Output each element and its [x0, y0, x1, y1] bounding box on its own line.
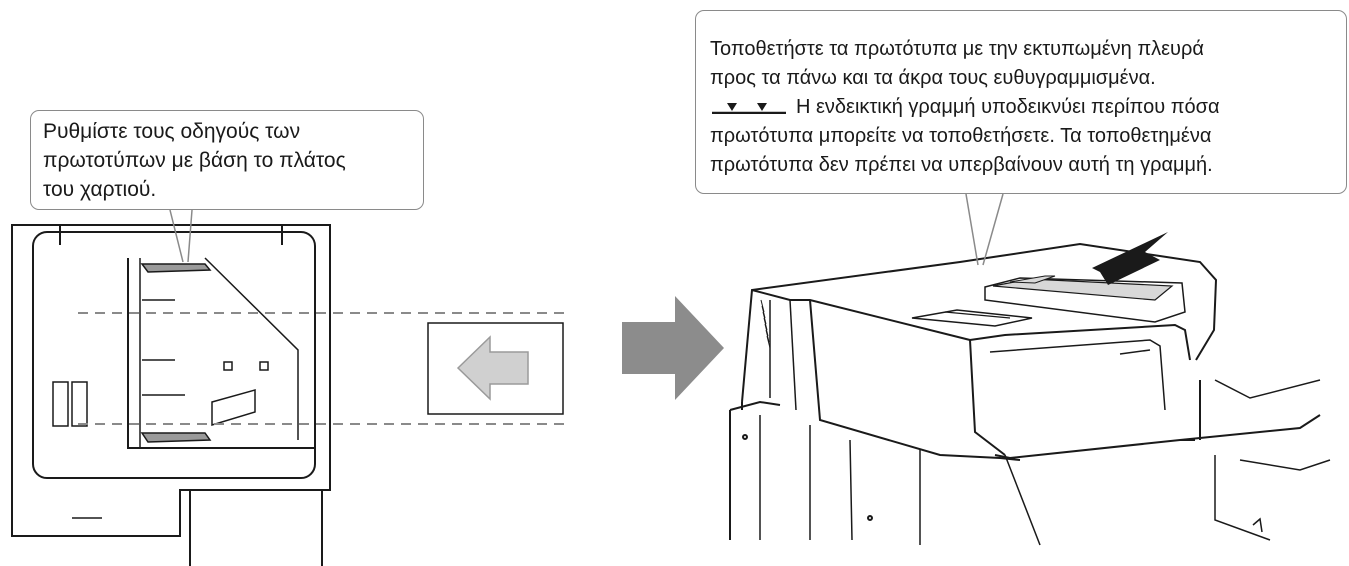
- left-callout-line-2: πρωτοτύπων με βάση το πλάτος: [43, 149, 346, 172]
- left-callout-line-1: Ρυθμίστε τους οδηγούς των: [43, 120, 301, 143]
- left-callout: Ρυθμίστε τους οδηγούς των πρωτοτύπων με …: [30, 110, 424, 210]
- right-callout-line-5: πρωτότυπα δεν πρέπει να υπερβαίνουν αυτή…: [710, 154, 1213, 176]
- big-right-arrow-icon: [622, 296, 724, 400]
- direction-inset: [427, 322, 564, 415]
- right-callout-line-2: προς τα πάνω και τα άκρα τους ευθυγραμμι…: [710, 67, 1156, 89]
- right-callout-line-4: πρωτότυπα μπορείτε να τοποθετήσετε. Τα τ…: [710, 125, 1212, 147]
- left-callout-line-3: του χαρτιού.: [43, 178, 157, 201]
- right-callout-pointer: [965, 193, 1004, 266]
- left-callout-pointer: [169, 209, 193, 263]
- right-callout-line-1: Τοποθετήστε τα πρωτότυπα με την εκτυπωμέ…: [710, 38, 1204, 60]
- right-callout: Τοποθετήστε τα πρωτότυπα με την εκτυπωμέ…: [695, 10, 1347, 194]
- upper-document-guide[interactable]: [140, 263, 212, 273]
- machine-perspective-view: [729, 232, 1331, 546]
- guide-dashed-lines: [78, 312, 566, 425]
- right-callout-line-3-text: Η ενδεικτική γραμμή υποδεικνύει περίπου …: [796, 96, 1220, 118]
- left-arrow-icon: [456, 335, 529, 401]
- lower-document-guide[interactable]: [140, 432, 212, 443]
- indicator-line-marker-icon: [712, 103, 786, 114]
- right-callout-line-3: Η ενδεικτική γραμμή υποδεικνύει περίπου …: [710, 93, 1332, 122]
- feeder-top-view: [11, 224, 331, 566]
- document-guides[interactable]: [140, 263, 212, 443]
- insert-arrow-icon: [1092, 232, 1168, 285]
